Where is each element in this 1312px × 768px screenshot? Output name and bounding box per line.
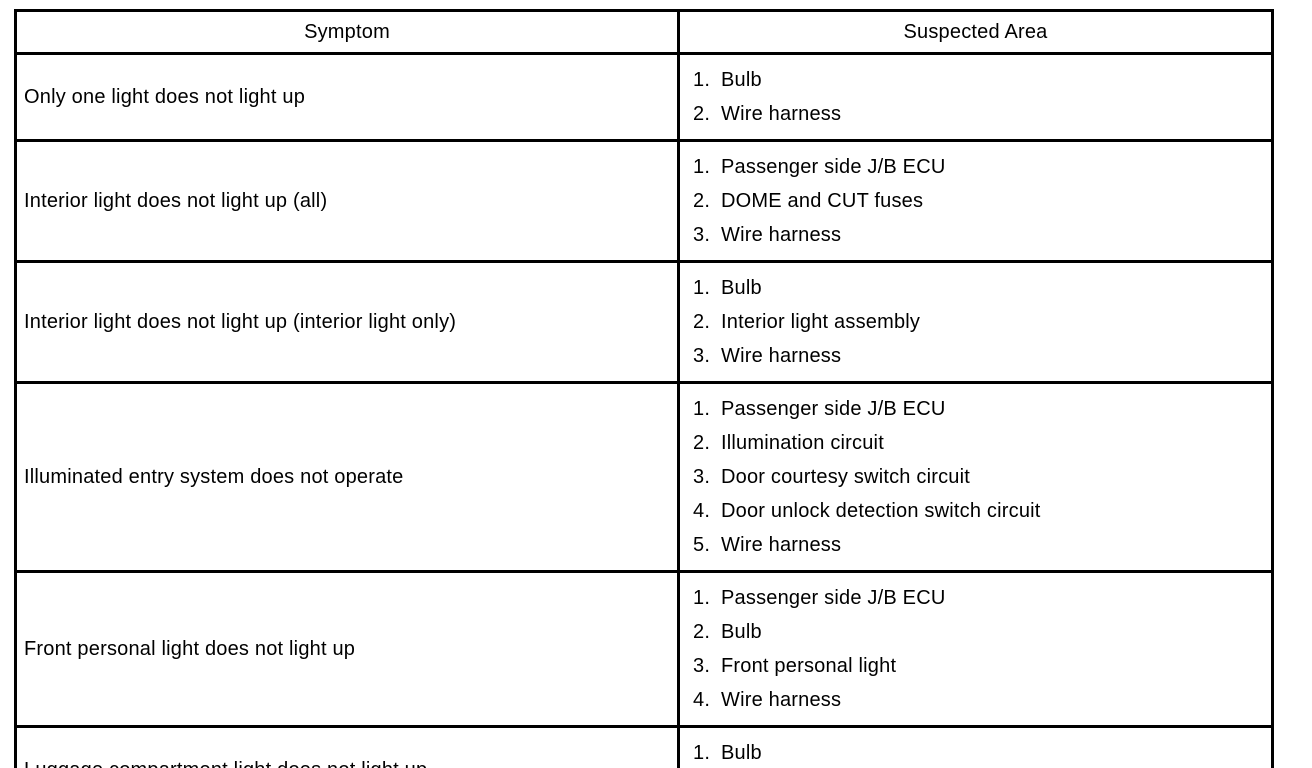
symptom-troubleshooting-table: Symptom Suspected Area Only one light do… [14, 9, 1274, 768]
table-row: Interior light does not light up (all) 1… [14, 139, 1274, 263]
table-row: Front personal light does not light up 1… [14, 570, 1274, 728]
item-label: Door courtesy switch circuit [721, 466, 970, 488]
item-number: 1. [693, 398, 711, 420]
item-number: 2. [693, 190, 711, 212]
item-label: DOME and CUT fuses [721, 190, 924, 212]
item-label: Wire harness [721, 345, 842, 367]
suspected-list: 1. Bulb 2. Wire harness [693, 63, 1265, 131]
item-number: 1. [693, 742, 711, 764]
item-label: Bulb [721, 69, 762, 91]
suspected-item: 1. Bulb [693, 63, 1265, 97]
suspected-item: 1. Bulb [693, 271, 1265, 305]
item-number: 2. [693, 311, 711, 333]
suspected-item: 1. Passenger side J/B ECU [693, 150, 1265, 184]
item-label: Wire harness [721, 103, 842, 125]
item-label: Door unlock detection switch circuit [721, 500, 1041, 522]
item-label: Wire harness [721, 689, 842, 711]
item-number: 2. [693, 103, 711, 125]
item-label: Interior light assembly [721, 311, 921, 333]
suspected-item: 2. Wire harness [693, 97, 1265, 131]
item-number: 5. [693, 534, 711, 556]
suspected-cell: 1. Passenger side J/B ECU 2. Bulb 3. Front pe… [677, 570, 1274, 728]
item-label: Wire harness [721, 224, 842, 246]
item-number: 2. [693, 621, 711, 643]
symptom-cell: Luggage compartment light does not light… [14, 725, 680, 768]
item-number: 3. [693, 466, 711, 488]
suspected-item: 2. Interior light assembly [693, 305, 1265, 339]
symptom-cell: Only one light does not light up [14, 52, 680, 142]
item-number: 2. [693, 432, 711, 454]
item-number: 4. [693, 500, 711, 522]
table-row: Interior light does not light up (interi… [14, 260, 1274, 384]
item-label: Illumination circuit [721, 432, 884, 454]
suspected-list: 1. Passenger side J/B ECU 2. Illumination c… [693, 392, 1265, 562]
suspected-cell: 1. Bulb 2. Wire harness [677, 52, 1274, 142]
suspected-item: 3. Wire harness [693, 218, 1265, 252]
symptom-cell: Front personal light does not light up [14, 570, 680, 728]
suspected-item: 4. Wire harness [693, 683, 1265, 717]
item-label: Bulb [721, 742, 762, 764]
suspected-item: 5. Wire harness [693, 528, 1265, 562]
suspected-item: 3. Front personal light [693, 649, 1265, 683]
suspected-item: 3. Door courtesy switch circuit [693, 460, 1265, 494]
suspected-item: 1. Passenger side J/B ECU [693, 581, 1265, 615]
symptom-cell: Interior light does not light up (all) [14, 139, 680, 263]
item-label: Wire harness [721, 534, 842, 556]
table-row: Luggage compartment light does not light… [14, 725, 1274, 768]
item-label: Front personal light [721, 655, 897, 677]
suspected-list: 1. Bulb 2. Interior light assembly 3. Wire ha… [693, 271, 1265, 373]
suspected-item: 4. Door unlock detection switch circuit [693, 494, 1265, 528]
item-label: Bulb [721, 277, 762, 299]
suspected-item: 2. Bulb [693, 615, 1265, 649]
item-number: 1. [693, 69, 711, 91]
symptom-cell: Illuminated entry system does not operat… [14, 381, 680, 573]
suspected-item: 2. DOME and CUT fuses [693, 184, 1265, 218]
table-row: Only one light does not light up 1. Bulb 2… [14, 52, 1274, 142]
suspected-cell: 1. Bulb 2. Interior light assembly 3. Wire ha… [677, 260, 1274, 384]
item-label: Bulb [721, 621, 762, 643]
item-number: 4. [693, 689, 711, 711]
item-number: 1. [693, 587, 711, 609]
item-number: 1. [693, 156, 711, 178]
suspected-list: 1. Passenger side J/B ECU 2. DOME and CUT f… [693, 150, 1265, 252]
table-row: Illuminated entry system does not operat… [14, 381, 1274, 573]
item-number: 1. [693, 277, 711, 299]
suspected-item: 2. Illumination circuit [693, 426, 1265, 460]
suspected-item: 1. Passenger side J/B ECU [693, 392, 1265, 426]
suspected-list: 1. Passenger side J/B ECU 2. Bulb 3. Front pe… [693, 581, 1265, 717]
suspected-item: 1. Bulb [693, 736, 1265, 768]
item-number: 3. [693, 345, 711, 367]
table-header-row: Symptom Suspected Area [14, 9, 1274, 55]
item-label: Passenger side J/B ECU [721, 398, 946, 420]
item-label: Passenger side J/B ECU [721, 587, 946, 609]
suspected-area-column-header: Suspected Area [677, 9, 1274, 55]
item-number: 3. [693, 224, 711, 246]
suspected-cell: 1. Passenger side J/B ECU 2. DOME and CUT f… [677, 139, 1274, 263]
symptom-column-header: Symptom [14, 9, 680, 55]
item-number: 3. [693, 655, 711, 677]
symptom-cell: Interior light does not light up (interi… [14, 260, 680, 384]
suspected-cell: 1. Passenger side J/B ECU 2. Illumination c… [677, 381, 1274, 573]
suspected-item: 3. Wire harness [693, 339, 1265, 373]
item-label: Passenger side J/B ECU [721, 156, 946, 178]
